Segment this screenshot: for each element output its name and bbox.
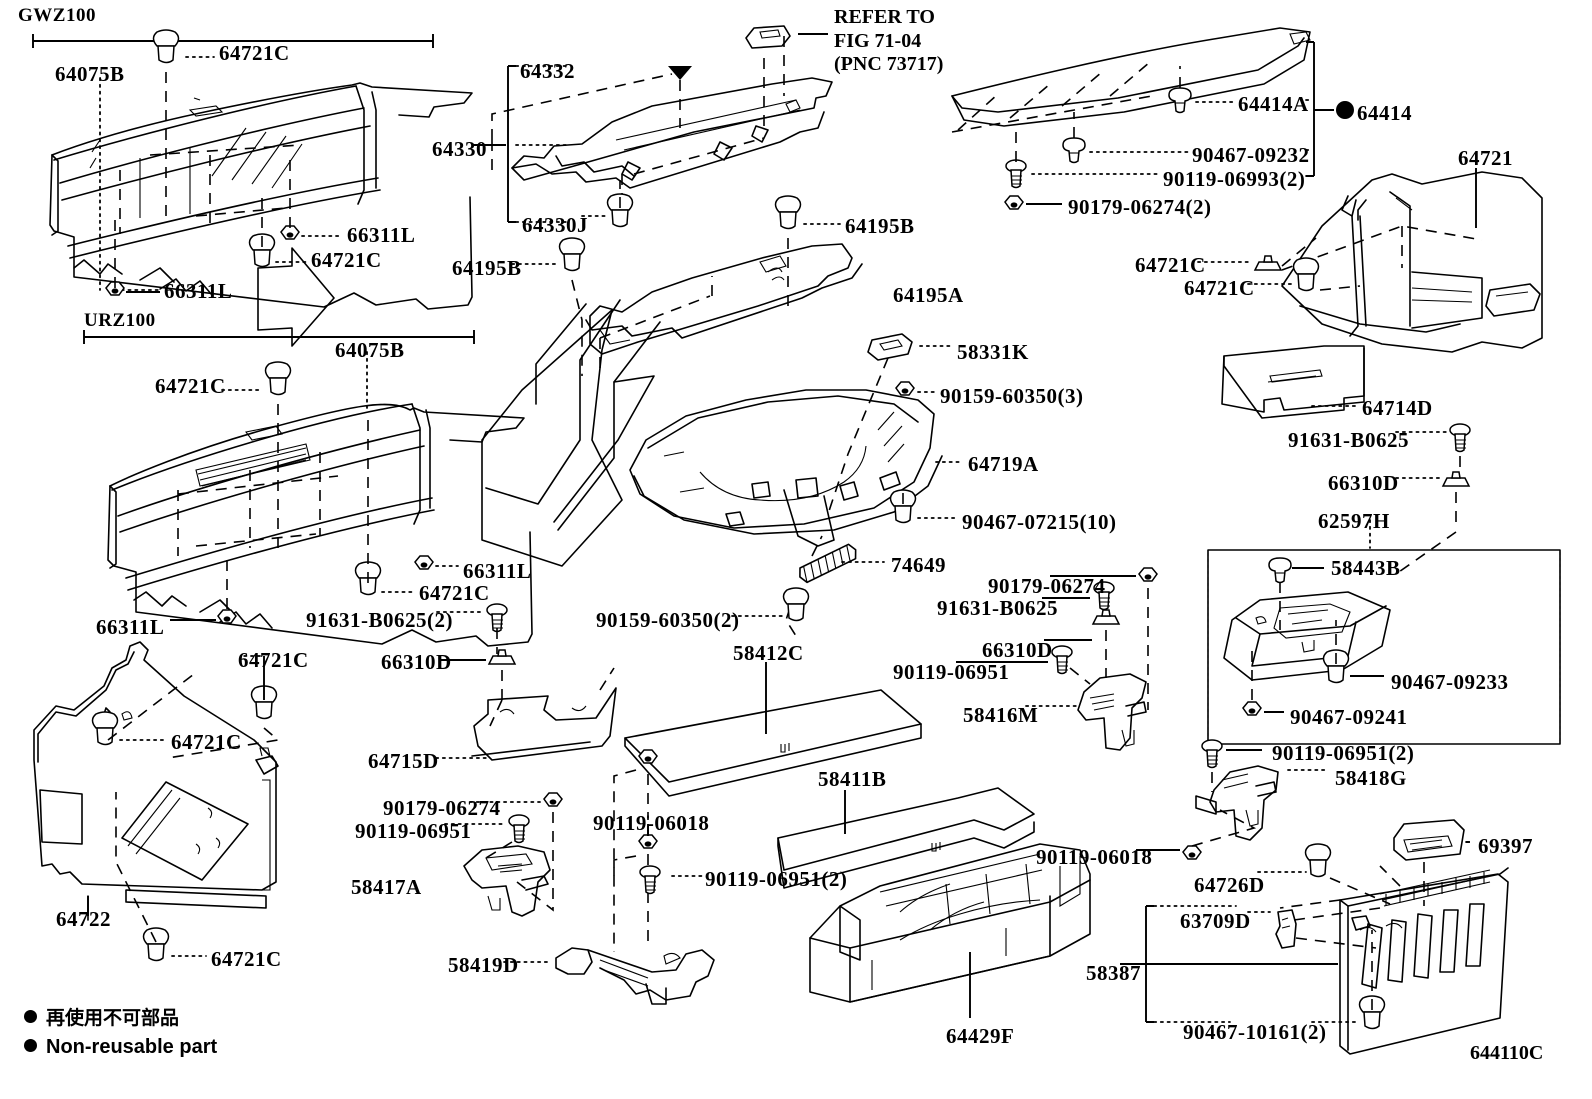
part-label-64414a: 64414A <box>1238 92 1309 116</box>
part-label-90467-07215-10: 90467-07215(10) <box>962 510 1117 534</box>
part-label-66311l: 66311L <box>96 615 165 639</box>
part-label-64721c: 64721C <box>211 947 282 971</box>
part-label-urz100: URZ100 <box>84 310 156 331</box>
part-label-64330j: 64330J <box>522 213 588 237</box>
part-label-90467-09241: 90467-09241 <box>1290 705 1408 729</box>
legend-dot-en <box>24 1039 37 1052</box>
part-label-90119-06951-2: 90119-06951(2) <box>705 867 848 891</box>
part-label-58411b: 58411B <box>818 767 887 791</box>
part-label-58331k: 58331K <box>957 340 1029 364</box>
legend-jp-row: 再使用不可部品 <box>24 1004 217 1033</box>
part-label-74649: 74649 <box>891 553 946 577</box>
part-label-63709d: 63709D <box>1180 909 1251 933</box>
part-label-69397: 69397 <box>1478 834 1533 858</box>
part-label-90467-09232: 90467-09232 <box>1192 143 1310 167</box>
part-label-58412c: 58412C <box>733 641 804 665</box>
part-label-90159-60350-2: 90159-60350(2) <box>596 608 740 632</box>
part-label-90179-06274: 90179-06274 <box>383 796 501 820</box>
part-label-64330: 64330 <box>432 137 487 161</box>
part-label-90179-06274: 90179-06274 <box>988 574 1106 598</box>
part-label-64721c: 64721C <box>171 730 242 754</box>
part-label-90467-10161-2: 90467-10161(2) <box>1183 1020 1327 1044</box>
part-label-64714d: 64714D <box>1362 396 1433 420</box>
part-label-90467-09233: 90467-09233 <box>1391 670 1509 694</box>
part-label-90119-06993-2: 90119-06993(2) <box>1163 167 1306 191</box>
part-label-64721c: 64721C <box>219 41 290 65</box>
part-label-64719a: 64719A <box>968 452 1039 476</box>
part-label-58418g: 58418G <box>1335 766 1407 790</box>
part-label-90159-60350-3: 90159-60350(3) <box>940 384 1084 408</box>
part-label-64721: 64721 <box>1458 146 1513 170</box>
part-label-64332: 64332 <box>520 59 575 83</box>
part-label-64195b: 64195B <box>452 256 522 280</box>
part-label-58417a: 58417A <box>351 875 422 899</box>
legend-en-row: Non-reusable part <box>24 1033 217 1062</box>
part-label-64721c: 64721C <box>1184 276 1255 300</box>
part-label-64721c: 64721C <box>155 374 226 398</box>
part-label-90119-06018: 90119-06018 <box>1036 845 1153 869</box>
part-label-66311l: 66311L <box>347 223 416 247</box>
part-label-66310d: 66310D <box>982 638 1053 662</box>
part-label-66311l: 66311L <box>164 279 233 303</box>
part-label-66311l: 66311L <box>463 559 532 583</box>
legend-jp-text: 再使用不可部品 <box>46 1007 180 1029</box>
part-label-58443b: 58443B <box>1331 556 1401 580</box>
part-label-91631-b0625: 91631-B0625 <box>1288 428 1409 452</box>
part-label-62597h: 62597H <box>1318 509 1390 533</box>
refer-line-1: REFER TO <box>834 6 935 28</box>
part-label-66310d: 66310D <box>381 650 452 674</box>
part-label-64721c: 64721C <box>419 581 490 605</box>
part-label-91631-b0625-2: 91631-B0625(2) <box>306 608 453 632</box>
part-label-66310d: 66310D <box>1328 471 1399 495</box>
part-label-58416m: 58416M <box>963 703 1039 727</box>
part-label-64429f: 64429F <box>946 1024 1015 1048</box>
legend-dot-jp <box>24 1010 37 1023</box>
part-label-64721c: 64721C <box>238 648 309 672</box>
part-label-90179-06274-2: 90179-06274(2) <box>1068 195 1212 219</box>
part-label-64195a: 64195A <box>893 283 964 307</box>
part-label-64726d: 64726D <box>1194 873 1265 897</box>
refer-line-3: (PNC 73717) <box>834 53 944 76</box>
refer-line-2: FIG 71-04 <box>834 29 922 52</box>
part-label-64721c: 64721C <box>311 248 382 272</box>
part-label-64414: 64414 <box>1357 101 1412 125</box>
part-label-64195b: 64195B <box>845 214 915 238</box>
part-label-64721c: 64721C <box>1135 253 1206 277</box>
part-label-90119-06951: 90119-06951 <box>893 660 1010 684</box>
figure-id: 644110C <box>1470 1042 1544 1064</box>
part-label-64075b: 64075B <box>55 62 125 86</box>
part-label-90119-06018: 90119-06018 <box>593 811 710 835</box>
refer-to-note: REFER TO FIG 71-04 (PNC 73717) <box>834 6 943 77</box>
part-label-64722: 64722 <box>56 907 111 931</box>
part-label-gwz100: GWZ100 <box>18 5 96 26</box>
part-label-91631-b0625: 91631-B0625 <box>937 596 1058 620</box>
part-label-64715d: 64715D <box>368 749 439 773</box>
part-label-58419d: 58419D <box>448 953 519 977</box>
part-label-58387: 58387 <box>1086 961 1141 985</box>
part-label-64075b: 64075B <box>335 338 405 362</box>
part-label-90119-06951: 90119-06951 <box>355 819 472 843</box>
part-label-90119-06951-2: 90119-06951(2) <box>1272 741 1415 765</box>
legend: 再使用不可部品 Non-reusable part <box>24 1004 217 1062</box>
legend-en-text: Non-reusable part <box>46 1036 218 1058</box>
